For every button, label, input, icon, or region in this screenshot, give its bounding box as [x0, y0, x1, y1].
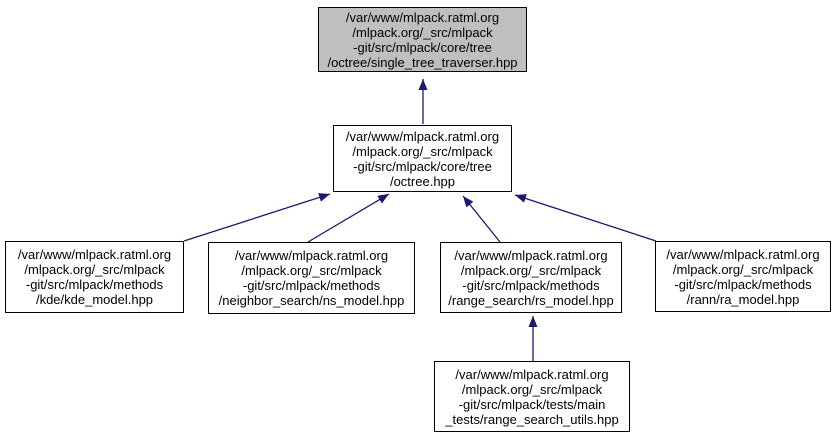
node-text-line: /mlpack.org/_src/mlpack: [461, 381, 603, 397]
node-text-line: _tests/range_search_utils.hpp: [445, 411, 619, 427]
node-range-search-utils-hpp[interactable]: /var/www/mlpack.ratml.org /mlpack.org/_s…: [434, 361, 630, 432]
node-rs-model-hpp[interactable]: /var/www/mlpack.ratml.org /mlpack.org/_s…: [440, 242, 622, 313]
node-text-line: -git/src/mlpack/methods: [462, 277, 600, 293]
node-text-line: /var/www/mlpack.ratml.org: [345, 9, 500, 25]
node-text-line: /mlpack.org/_src/mlpack: [241, 263, 382, 278]
node-text-line: /range_search/rs_model.hpp: [448, 292, 614, 308]
node-text-line: /mlpack.org/_src/mlpack: [352, 24, 493, 40]
node-text-line: -git/src/mlpack/methods: [674, 276, 812, 292]
node-text-line: /kde/kde_model.hpp: [35, 292, 154, 307]
node-text-line: /mlpack.org/_src/mlpack: [352, 143, 493, 159]
node-text-line: /neighbor_search/ns_model.hpp: [218, 293, 405, 308]
node-text-line: -git/src/mlpack/core/tree: [353, 158, 492, 174]
node-kde-model-hpp[interactable]: /var/www/mlpack.ratml.org /mlpack.org/_s…: [5, 241, 184, 313]
node-text-line: -git/src/mlpack/tests/main: [458, 396, 606, 412]
node-text-line: -git/src/mlpack/methods: [25, 277, 164, 292]
node-text-line: /var/www/mlpack.ratml.org: [454, 247, 608, 263]
node-ns-model-hpp[interactable]: /var/www/mlpack.ratml.org /mlpack.org/_s…: [208, 242, 415, 314]
edge-kde-to-octree-arrow: [183, 193, 331, 242]
node-text-line: -git/src/mlpack/core/tree: [353, 39, 492, 55]
node-text-line: /rann/ra_model.hpp: [686, 291, 800, 307]
node-text-line: /mlpack.org/_src/mlpack: [460, 262, 602, 278]
node-text-line: /var/www/mlpack.ratml.org: [234, 248, 389, 263]
edge-rs-to-octree-arrow: [462, 195, 501, 243]
node-text-line: -git/src/mlpack/methods: [242, 278, 381, 293]
node-text-line: /mlpack.org/_src/mlpack: [672, 261, 814, 277]
node-text-line: /octree.hpp: [389, 173, 456, 189]
node-text-line: /var/www/mlpack.ratml.org: [345, 128, 500, 144]
node-text-line: /var/www/mlpack.ratml.org: [455, 366, 609, 382]
node-octree-hpp[interactable]: /var/www/mlpack.ratml.org /mlpack.org/_s…: [333, 125, 512, 192]
node-ra-model-hpp[interactable]: /var/www/mlpack.ratml.org /mlpack.org/_s…: [655, 241, 831, 312]
node-text-line: /var/www/mlpack.ratml.org: [17, 247, 172, 262]
edge-rann-to-octree-arrow: [514, 194, 657, 242]
node-text-line: /mlpack.org/_src/mlpack: [24, 262, 165, 277]
node-single-tree-traverser-hpp: /var/www/mlpack.ratml.org /mlpack.org/_s…: [318, 7, 527, 72]
node-text-line: /var/www/mlpack.ratml.org: [666, 246, 820, 262]
edge-ns-to-octree-arrow: [307, 193, 390, 243]
node-text-line: /octree/single_tree_traverser.hpp: [327, 54, 518, 70]
